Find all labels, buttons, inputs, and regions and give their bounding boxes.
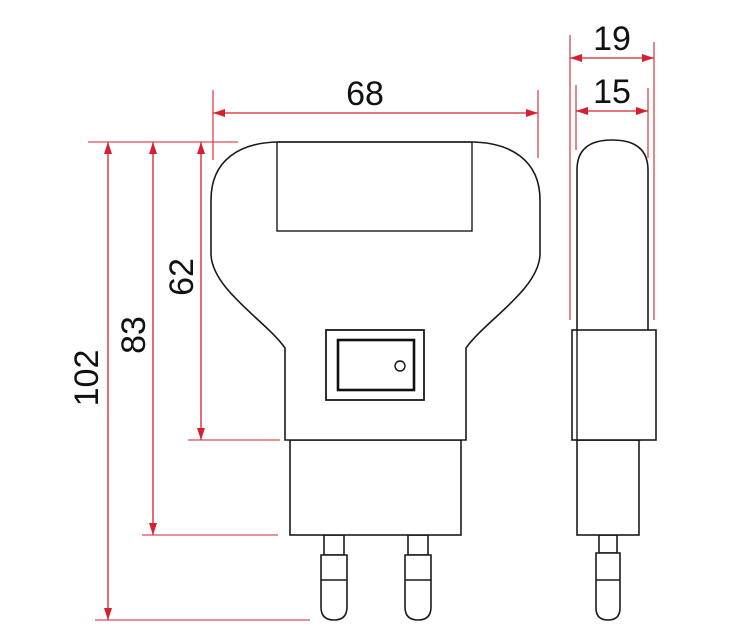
label-62: 62: [163, 258, 201, 296]
dimension-labels: 68 19 15 102 83 62: [68, 20, 631, 406]
label-15: 15: [593, 73, 631, 111]
front-plug-base: [289, 439, 462, 536]
front-switch: [325, 329, 425, 401]
switch-indicator-icon: [394, 360, 406, 372]
front-left-pin: [320, 534, 348, 621]
side-pin: [595, 534, 621, 621]
dimension-lines: [88, 35, 655, 621]
front-light-window: [276, 141, 473, 232]
label-68: 68: [346, 75, 384, 113]
side-collar: [571, 329, 657, 441]
front-right-pin: [404, 534, 432, 621]
side-plug-base: [576, 439, 640, 536]
front-view: [210, 141, 541, 621]
label-19: 19: [593, 20, 631, 58]
side-view: [571, 139, 657, 621]
label-102: 102: [68, 350, 106, 407]
label-83: 83: [115, 316, 153, 354]
